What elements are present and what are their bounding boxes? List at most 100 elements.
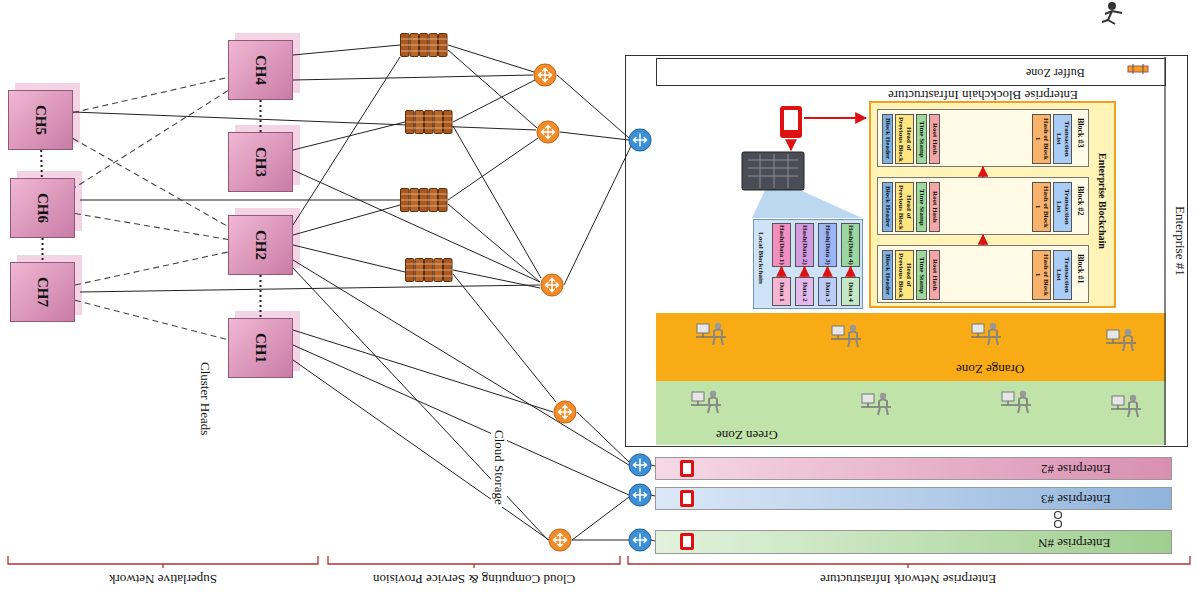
node-text: Enterprise Blockchain (1097, 153, 1108, 249)
node-text: CH1 (252, 333, 269, 363)
art-rect (742, 152, 804, 190)
art-path (448, 138, 538, 200)
connector (982, 235, 984, 245)
connector (850, 267, 852, 277)
art-use (629, 529, 651, 551)
block: Block #3Block HeaderHead of Previous Blo… (877, 109, 1089, 167)
node-text: Data 2 (801, 282, 808, 302)
node-text: Time Stamp (918, 189, 926, 226)
node-text: Time Stamp (918, 121, 926, 158)
block-field: Time Stamp (916, 114, 927, 164)
cluster-head: CH1 (228, 318, 293, 378)
node-text: Block #2 (1076, 186, 1085, 216)
block-field: Hash of Block 1 (1032, 250, 1051, 300)
art-path (572, 540, 629, 541)
art-path (293, 57, 400, 225)
art-path (448, 50, 537, 128)
art-path (790, 140, 792, 150)
art-path (293, 268, 548, 540)
art-rect (683, 536, 691, 547)
connector (982, 167, 984, 177)
cluster-head: CH3 (228, 132, 293, 192)
node-text: Block #1 (1076, 254, 1085, 284)
node-text: Block Header (884, 186, 892, 227)
section-label: Enterprise Network Infrastructure (820, 571, 996, 587)
data-cell: Data 2 (795, 277, 814, 306)
connector (42, 238, 44, 262)
art-use (406, 111, 453, 134)
art-path (293, 205, 400, 235)
section-label: Cloud Computing & Service Provision (373, 571, 575, 587)
art-path (564, 146, 631, 285)
art-use (537, 121, 559, 143)
node-text: Enterprise Blockchain Infrastructure (888, 87, 1078, 103)
data-cell: Data 4 (841, 277, 860, 306)
art-path (804, 117, 866, 119)
node-text: Green Zone (716, 427, 778, 443)
art-use (971, 323, 1001, 345)
art-path (293, 122, 405, 150)
art-path (1102, 11, 1122, 24)
block-field: Block Header (882, 182, 893, 232)
section-brackets (8, 556, 1190, 568)
cluster-head: CH6 (10, 178, 75, 238)
art-path (748, 154, 798, 188)
blockchain-device (742, 106, 866, 218)
connector (73, 77, 228, 112)
art-rect (780, 106, 802, 138)
art-path (73, 112, 536, 130)
art-path (560, 132, 629, 140)
cloud-routers (534, 64, 576, 551)
block-field: Hash of Block 1 (1032, 114, 1051, 164)
art-path (293, 245, 405, 272)
block-field: Root Hash (929, 182, 940, 232)
art-path (453, 126, 541, 278)
art-path (293, 360, 549, 540)
local-blockchain: Local BlockchainHash(Data 1)Data 1Hash(D… (753, 219, 863, 309)
block-field: Hash of Block 1 (1032, 182, 1051, 232)
enterprise-box: Enterprise Blockchain InfrastructureEnte… (625, 55, 1188, 447)
block-field: Transaction List (1053, 114, 1072, 164)
connector (40, 150, 43, 178)
enterprise-band: Enterprise #2 (655, 457, 1172, 480)
art-use (629, 454, 651, 476)
art-path (557, 75, 629, 138)
node-text: Block Header (884, 118, 892, 159)
art-use (549, 529, 571, 551)
art-rect (680, 533, 694, 550)
connector (75, 214, 228, 240)
art-path (1133, 64, 1143, 74)
block-field: Transaction List (1053, 250, 1072, 300)
art-use (406, 259, 453, 282)
node-text: Hash(Data 4) (847, 225, 854, 265)
node-text: Hash of Block 1 (1034, 186, 1049, 228)
enterprise-band: Enterprise #N (655, 530, 1172, 554)
node-text: Block Header (884, 254, 892, 295)
art-use (1106, 329, 1136, 351)
art-use (1001, 391, 1031, 413)
section-label: Superlative Network (109, 571, 217, 587)
art-use (696, 323, 726, 345)
node-text: Buffer Zone (1026, 65, 1085, 80)
node-text: Transaction List (1055, 257, 1070, 293)
node-text: Hash(Data 1) (778, 225, 785, 265)
node-text: Hash of Block 1 (1034, 118, 1049, 160)
connector (75, 91, 228, 188)
node-text: Head of Previous Block (897, 185, 912, 230)
node-text: CH6 (34, 193, 51, 223)
node-text: Transaction List (1055, 189, 1070, 225)
block: Block #1Block HeaderHead of Previous Blo… (877, 245, 1089, 303)
node-text: Data 4 (847, 282, 854, 302)
connector (260, 275, 262, 318)
block-field: Head of Previous Block (895, 182, 914, 232)
art-path (293, 345, 629, 495)
cluster-head: CH7 (10, 262, 75, 322)
block-field: Root Hash (929, 250, 940, 300)
node-text: Hash(Data 3) (824, 225, 831, 265)
node-text: Hash of Block 1 (1034, 254, 1049, 296)
art-path (80, 200, 400, 201)
art-path (577, 412, 629, 462)
connector (75, 252, 228, 285)
block-field: Root Hash (929, 114, 940, 164)
node-text: Root Hash (931, 123, 939, 155)
